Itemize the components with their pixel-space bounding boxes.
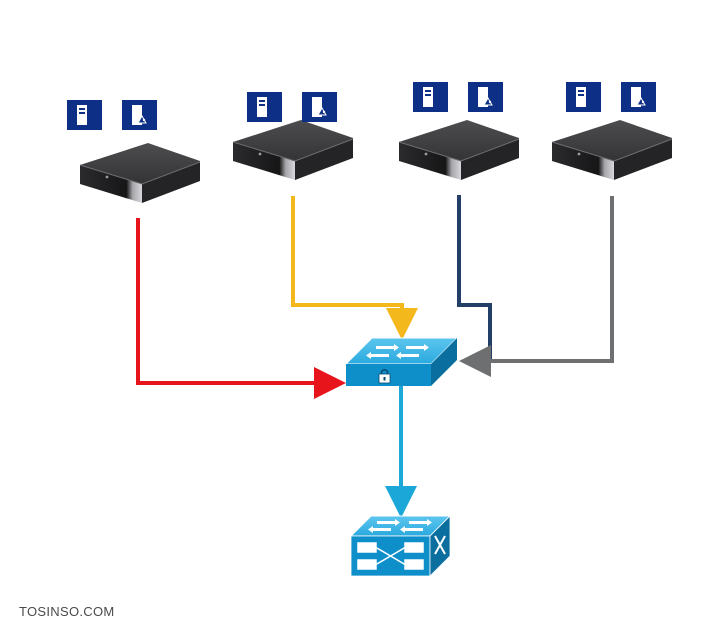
link-gray bbox=[459, 196, 614, 377]
server-3 bbox=[398, 119, 520, 181]
server-icon bbox=[566, 82, 601, 112]
link-red bbox=[136, 218, 346, 399]
database-icon bbox=[467, 81, 504, 113]
database-icon bbox=[620, 81, 657, 113]
link-yellow bbox=[291, 196, 418, 340]
links bbox=[136, 195, 614, 518]
watermark: TOSINSO.COM bbox=[19, 604, 115, 619]
server-4 bbox=[551, 119, 673, 181]
link-navy bbox=[457, 195, 492, 360]
server-1 bbox=[79, 142, 201, 204]
database-icon bbox=[121, 99, 158, 131]
lock-icon bbox=[378, 369, 391, 384]
server-icon bbox=[247, 92, 282, 122]
server-2 bbox=[232, 119, 354, 181]
server-icon bbox=[67, 100, 102, 130]
database-icon bbox=[301, 91, 338, 123]
server-icon bbox=[413, 82, 448, 112]
access-switch bbox=[344, 337, 459, 386]
core-switch bbox=[349, 515, 452, 577]
